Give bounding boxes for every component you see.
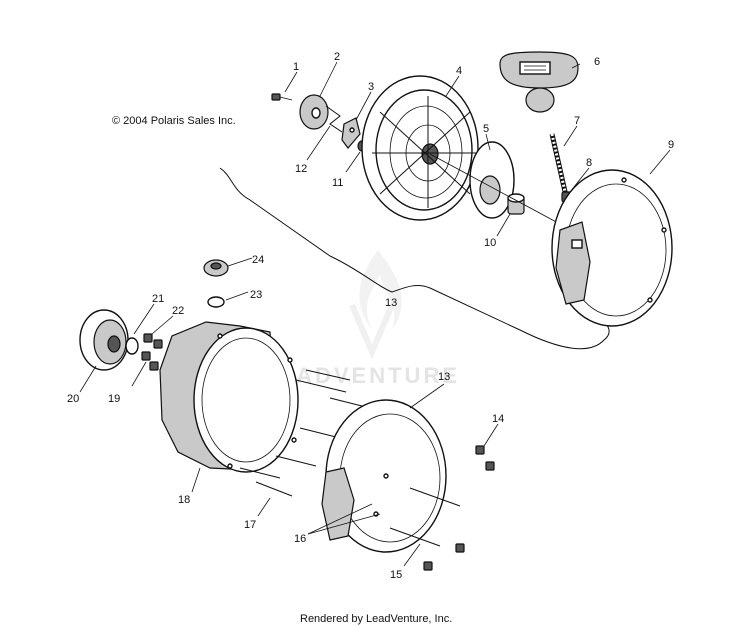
callout-15: 15 [390,569,402,581]
part-rope-7 [549,133,569,197]
callout-18: 18 [178,494,190,506]
watermark-logo [349,250,402,360]
callouts: 1 2 3 4 5 6 7 8 9 10 11 12 13 13 14 15 1… [67,51,674,581]
callout-13-lower: 13 [438,371,450,383]
part-nuts-22 [143,333,163,349]
leader-lines [79,61,671,567]
callout-17: 17 [244,519,256,531]
assembly-bracket [219,167,610,350]
callout-10: 10 [484,237,496,249]
part-plug-24 [203,259,229,277]
part-screw-1 [271,93,293,101]
callout-19: 19 [108,393,120,405]
part-washer-21 [125,337,139,355]
callout-3: 3 [368,81,374,93]
part-plate-2 [299,94,329,130]
part-spring-12 [325,105,343,133]
callout-23: 23 [250,289,262,301]
part-drive-cup-20 [79,309,129,371]
part-pulley-4 [361,75,482,221]
callout-1: 1 [293,61,299,73]
part-housing-18 [159,321,299,473]
callout-13-upper: 13 [385,297,397,309]
part-pawl-3 [341,117,361,149]
callout-7: 7 [574,115,580,127]
callout-20: 20 [67,393,79,405]
footer-text: Rendered by LeadVenture, Inc. [300,613,452,625]
callout-8: 8 [586,157,592,169]
callout-9: 9 [668,139,674,151]
copyright-text: © 2004 Polaris Sales Inc. [112,115,236,127]
part-spring-housing-5 [469,141,515,219]
callout-21: 21 [152,293,164,305]
part-bolts-14 [409,445,495,507]
callout-4: 4 [456,65,462,77]
callout-2: 2 [334,51,340,63]
part-bolts-17 [239,369,371,497]
callout-11: 11 [332,177,343,189]
callout-22: 22 [172,305,184,317]
part-studs-19 [141,351,159,371]
callout-16: 16 [294,533,306,545]
part-bolts-15 [389,527,465,571]
callout-5: 5 [483,123,489,135]
callout-14: 14 [492,413,504,425]
leader-pulley-axis [429,153,561,225]
callout-24: 24 [252,254,264,266]
part-handle-6 [499,51,579,113]
part-cover-13 [321,399,447,553]
callout-6: 6 [594,56,600,68]
part-cover-9 [551,169,673,327]
callout-12: 12 [295,163,307,175]
part-oring-23 [207,296,225,308]
